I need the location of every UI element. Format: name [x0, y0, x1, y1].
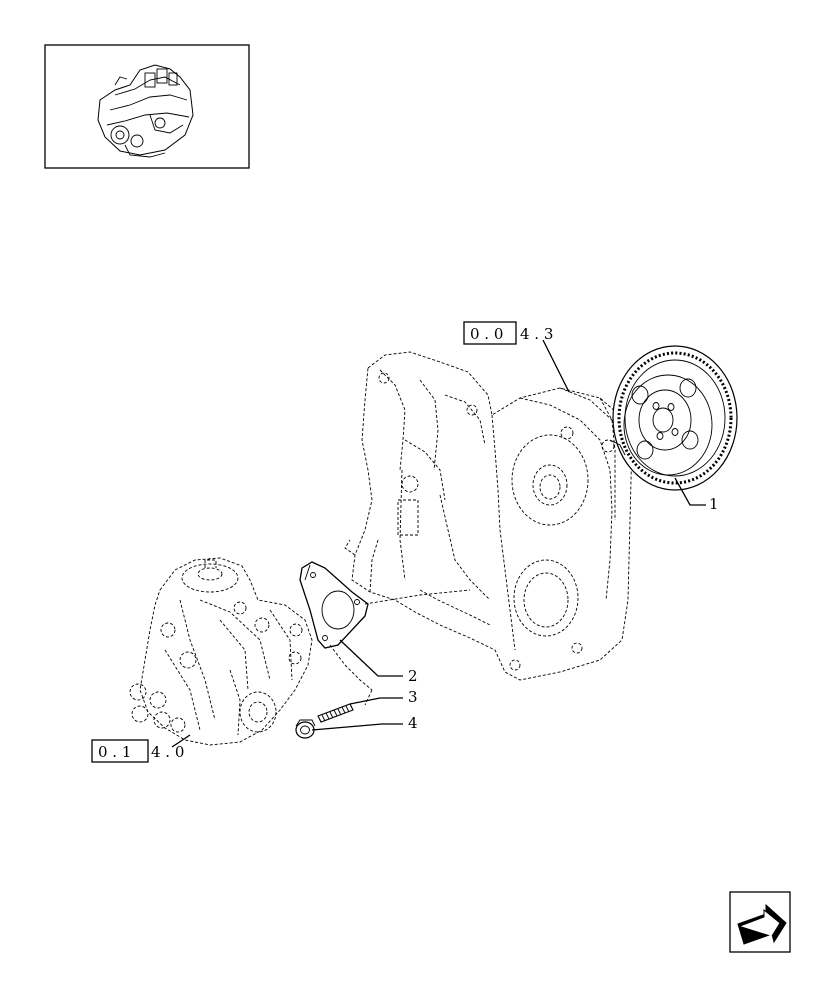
reference-top-box-text: 0 . 0 — [470, 325, 503, 343]
mounting-nut: 4 — [295, 714, 418, 739]
reference-bottom-suffix-text: 4 . 0 — [151, 743, 184, 761]
alignment-lines — [329, 589, 471, 706]
callout-1: 1 — [674, 477, 719, 513]
callout-2: 2 — [339, 639, 418, 685]
callout-3-text: 3 — [408, 688, 418, 706]
engine-thumbnail-icon[interactable] — [44, 44, 250, 169]
reference-label-bottom: 0 . 1 4 . 0 — [91, 734, 191, 763]
callout-4-text: 4 — [408, 714, 418, 732]
reference-label-top: 0 . 0 4 . 3 — [463, 321, 570, 393]
timing-case-housing — [344, 351, 633, 681]
injection-pump — [129, 557, 313, 746]
callout-2-text: 2 — [408, 667, 418, 685]
reference-bottom-box-text: 0 . 1 — [98, 743, 131, 761]
callout-1-text: 1 — [709, 495, 719, 513]
fuel-pump-drive-gear — [609, 345, 738, 491]
reference-top-suffix-text: 4 . 3 — [520, 325, 553, 343]
mounting-stud: 3 — [317, 688, 418, 723]
pump-mounting-gasket — [299, 561, 369, 649]
next-page-arrow-icon[interactable] — [729, 891, 791, 953]
